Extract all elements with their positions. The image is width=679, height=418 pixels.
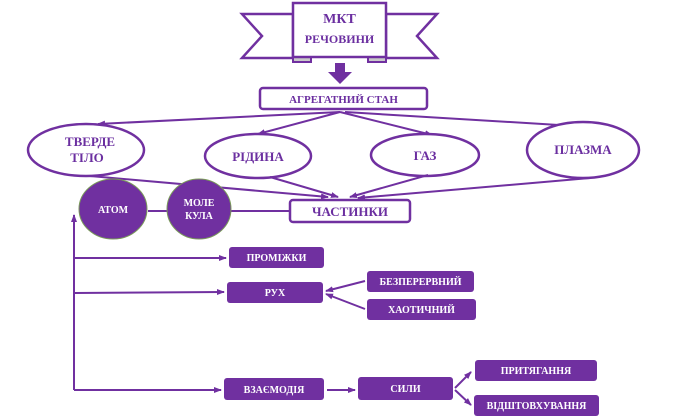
gaps-label: ПРОМІЖКИ	[247, 253, 307, 264]
attraction-box[interactable]	[475, 360, 597, 381]
aggregate-state-label: АГРЕГАТНИЙ СТАН	[289, 94, 398, 106]
title-line1: МКТ	[323, 12, 356, 27]
arrow-to-liquid	[257, 111, 341, 136]
forces-box[interactable]	[358, 377, 453, 400]
liquid-label: РІДИНА	[232, 149, 284, 164]
arrow-chaotic-to-motion	[325, 293, 366, 310]
molecule-circle[interactable]	[166, 178, 232, 240]
repulsion-label: ВІДШТОВХУВАННЯ	[487, 401, 588, 412]
arrow-forces-to-repulsion	[454, 389, 472, 406]
banner-left-ribbon	[239, 12, 295, 60]
arrow-to-plasma	[344, 111, 576, 129]
banner-center	[291, 1, 388, 59]
atom-circle[interactable]	[78, 178, 148, 240]
liquid-ellipse[interactable]	[203, 132, 313, 180]
motion-box[interactable]	[227, 282, 323, 303]
gas-label: ГАЗ	[414, 148, 437, 163]
particles-label: ЧАСТИНКИ	[312, 204, 388, 219]
motion-label: РУХ	[265, 288, 286, 299]
arrow-continuous-to-motion	[325, 280, 366, 293]
forces-label: СИЛИ	[390, 384, 420, 395]
arrow-forces-to-attraction	[454, 371, 472, 389]
continuous-box[interactable]	[367, 271, 474, 292]
title-line2: РЕЧОВИНИ	[305, 32, 375, 46]
down-arrow-icon	[328, 63, 352, 84]
interaction-label: ВЗАЄМОДІЯ	[244, 385, 305, 396]
molecule-label-line1: МОЛЕ	[184, 198, 215, 209]
bracket-arrow-to-motion	[73, 289, 225, 296]
repulsion-box[interactable]	[474, 395, 599, 416]
arrow-gas-to-particles	[349, 174, 429, 198]
continuous-label: БЕЗПЕРЕРВНИЙ	[379, 276, 461, 288]
attraction-label: ПРИТЯГАННЯ	[501, 366, 572, 377]
solid-label-line1: ТВЕРДЕ	[65, 134, 115, 149]
plasma-label: ПЛАЗМА	[554, 142, 612, 157]
interaction-box[interactable]	[224, 378, 324, 400]
molecule-label-line2: КУЛА	[185, 211, 214, 222]
chaotic-label: ХАОТИЧНИЙ	[388, 304, 455, 316]
gaps-box[interactable]	[229, 247, 324, 268]
solid-label-line2: ТІЛО	[70, 150, 104, 165]
title-banner: МКТ РЕЧОВИНИ	[239, 1, 440, 63]
arrow-to-gas	[339, 111, 433, 137]
arrow-plasma-to-particles	[357, 177, 591, 201]
arrow-to-solid	[97, 111, 341, 127]
chaotic-box[interactable]	[367, 299, 476, 320]
solid-ellipse[interactable]	[26, 122, 146, 178]
aggregate-state-box[interactable]	[258, 86, 429, 111]
arrow-liquid-to-particles	[269, 176, 339, 198]
banner-right-ribbon	[384, 12, 440, 60]
atom-label: АТОМ	[98, 205, 129, 216]
